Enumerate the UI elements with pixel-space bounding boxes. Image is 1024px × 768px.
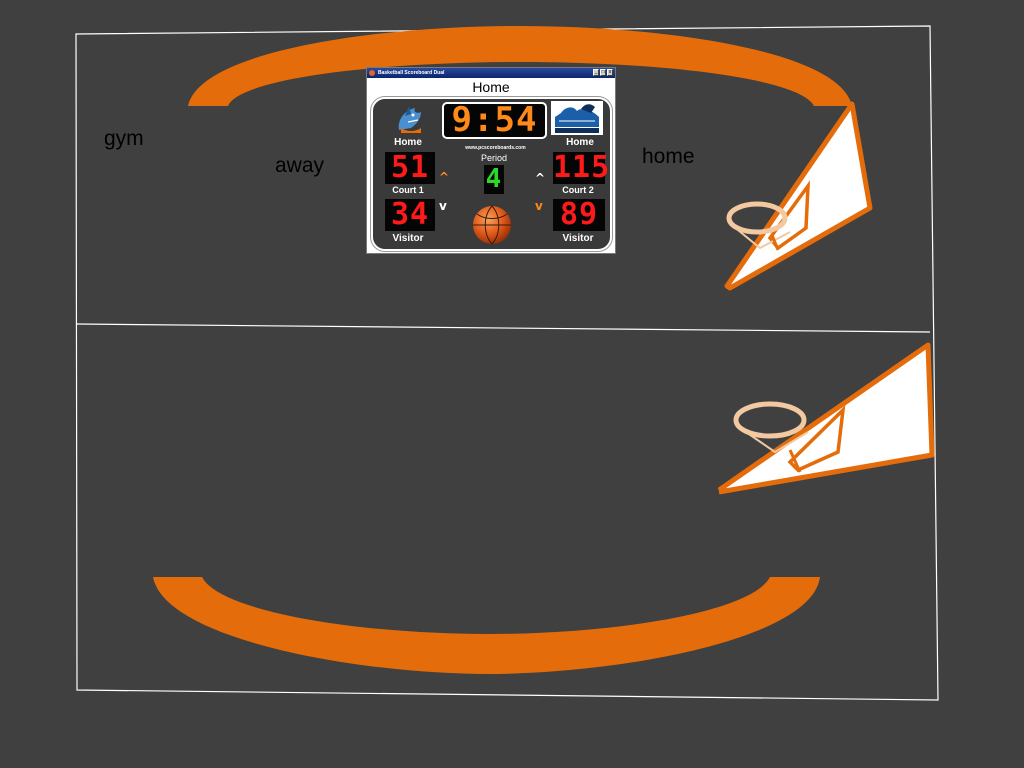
gym-label: gym bbox=[104, 127, 144, 150]
scoreboard-panel: 9:54 Home Home www.pcscoreboards.com Per… bbox=[371, 97, 612, 251]
top-arc bbox=[188, 26, 852, 106]
bottom-arc bbox=[153, 577, 820, 674]
horsemen-logo-icon bbox=[551, 101, 603, 135]
home-label: home bbox=[642, 145, 695, 168]
scoreboard-window: Basketball Scoreboard Dual _ □ x Home bbox=[366, 67, 616, 254]
court2-home-label: Home bbox=[566, 137, 594, 148]
close-button[interactable]: x bbox=[607, 69, 613, 76]
upper-hoop-icon bbox=[724, 101, 873, 291]
court2-visitor-score[interactable]: 89 bbox=[553, 199, 605, 231]
away-label: away bbox=[275, 154, 325, 177]
court1-possession-down-arrow-icon[interactable]: v bbox=[439, 199, 447, 213]
court-outline bbox=[75, 25, 939, 701]
window-title: Basketball Scoreboard Dual bbox=[378, 70, 445, 76]
court2-home-score[interactable]: 115 bbox=[553, 150, 611, 185]
court2-possession-down-arrow-icon[interactable]: v bbox=[535, 199, 543, 213]
window-controls: _ □ x bbox=[593, 69, 613, 76]
period-display[interactable]: 4 bbox=[484, 164, 504, 194]
court2-visitor-label: Visitor bbox=[562, 233, 594, 244]
court2-label: Court 2 bbox=[562, 185, 594, 195]
basketball-icon bbox=[473, 205, 511, 245]
half-court-line bbox=[75, 323, 931, 333]
court1-visitor-score[interactable]: 34 bbox=[385, 199, 435, 231]
period-label: Period bbox=[480, 153, 507, 163]
court1-label: Court 1 bbox=[392, 185, 424, 195]
court1-home-label: Home bbox=[394, 137, 422, 148]
scoreboard-header: Home bbox=[472, 79, 510, 95]
minimize-button[interactable]: _ bbox=[593, 69, 599, 76]
app-icon bbox=[369, 70, 375, 76]
shark-logo-icon bbox=[398, 106, 421, 133]
website-url[interactable]: www.pcscoreboards.com bbox=[465, 145, 526, 151]
court1-visitor-label: Visitor bbox=[392, 233, 424, 244]
court1-home-score[interactable]: 51 bbox=[385, 152, 435, 184]
game-clock[interactable]: 9:54 bbox=[442, 102, 547, 139]
court2-possession-up-arrow-icon[interactable]: ^ bbox=[535, 171, 546, 185]
lower-hoop-icon bbox=[717, 342, 935, 495]
maximize-button[interactable]: □ bbox=[600, 69, 606, 76]
window-titlebar[interactable]: Basketball Scoreboard Dual _ □ x bbox=[367, 68, 615, 78]
court1-possession-up-arrow-icon[interactable]: ^ bbox=[439, 170, 450, 184]
